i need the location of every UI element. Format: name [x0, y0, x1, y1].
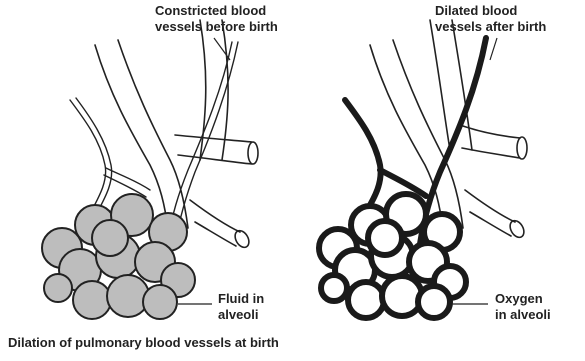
oxygen-label-line2: in alveoli [495, 307, 551, 322]
dilated-leader-line [490, 38, 497, 60]
oxygen-label-line1: Oxygen [495, 291, 543, 306]
alveolus [418, 286, 450, 318]
alveolus [44, 274, 72, 302]
after-birth-illustration [319, 20, 527, 318]
constricted-label-line2: vessels before birth [155, 19, 278, 34]
fluid-label-line2: alveoli [218, 307, 258, 322]
fluid-label-line1: Fluid in [218, 291, 264, 306]
fluid-filled-alveoli [42, 194, 195, 319]
constricted-label-line1: Constricted blood [155, 3, 266, 18]
constricted-leader-line [214, 38, 230, 60]
alveolus [348, 282, 384, 318]
alveolus [73, 281, 111, 319]
figure-caption: Dilation of pulmonary blood vessels at b… [8, 335, 279, 350]
alveolus [321, 275, 347, 301]
alveolus [92, 220, 128, 256]
before-birth-illustration [42, 20, 258, 319]
alveolus [143, 285, 177, 319]
alveolus [107, 275, 149, 317]
dilated-label-line2: vessels after birth [435, 19, 546, 34]
alveolus [368, 221, 402, 255]
dilated-label-line1: Dilated blood [435, 3, 517, 18]
air-filled-alveoli [319, 194, 466, 318]
